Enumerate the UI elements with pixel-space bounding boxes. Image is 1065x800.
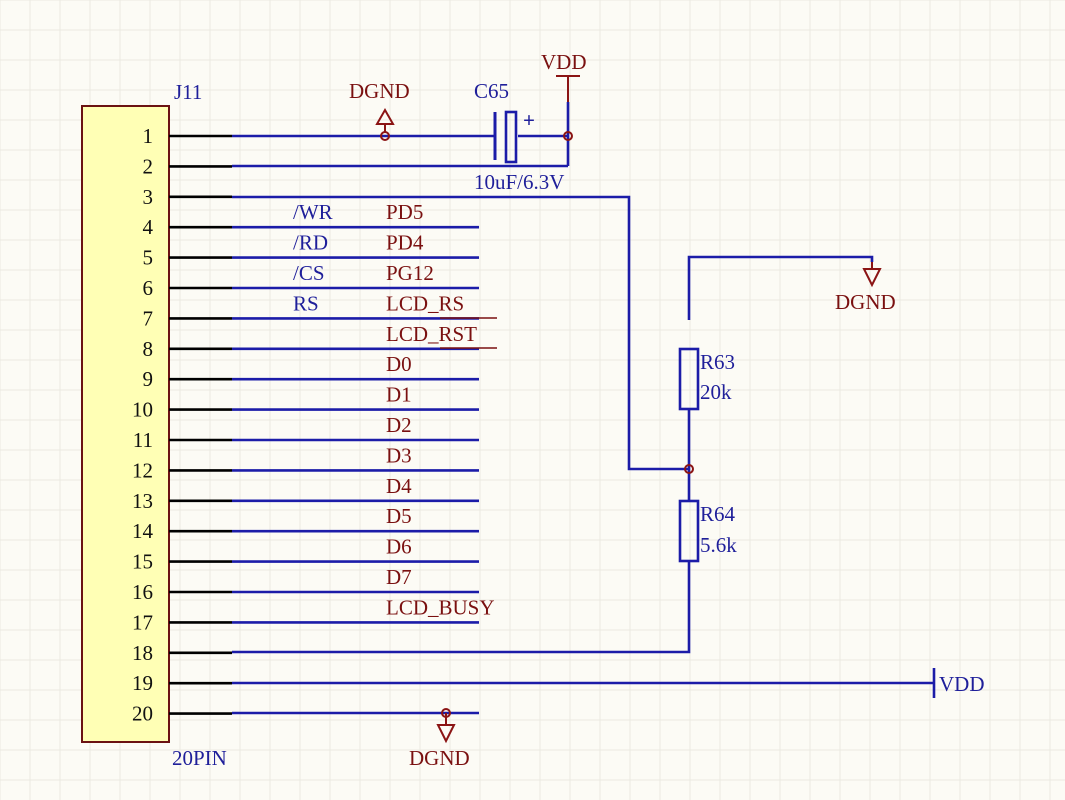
pin-number: 12 xyxy=(132,458,153,482)
pin-number: 7 xyxy=(143,306,154,330)
capacitor-polarity: + xyxy=(523,108,535,132)
gnd-right-label: DGND xyxy=(835,290,896,314)
connector-footprint: 20PIN xyxy=(172,746,227,770)
pin-number: 16 xyxy=(132,580,153,604)
resistor-r64: R64 5.6k xyxy=(678,499,737,563)
gnd-symbol-top: DGND xyxy=(349,79,410,133)
pin-number: 10 xyxy=(132,398,153,422)
junctions xyxy=(380,131,694,718)
resistor-r63-value: 20k xyxy=(700,380,732,404)
pin-number: 15 xyxy=(132,550,153,574)
connector-body xyxy=(81,105,170,743)
net-label: D3 xyxy=(386,443,412,467)
pin-number: 14 xyxy=(132,519,154,543)
net-label: LCD_RS xyxy=(386,291,464,315)
pin-number: 4 xyxy=(143,215,154,239)
signal-name: /CS xyxy=(293,261,325,285)
resistor-r63: R63 20k xyxy=(678,347,735,411)
vdd-right-label: VDD xyxy=(939,672,985,696)
net-label: D0 xyxy=(386,352,412,376)
net-label: LCD_RST xyxy=(386,322,477,346)
resistor-r64-value: 5.6k xyxy=(700,533,737,557)
pin-number: 20 xyxy=(132,702,153,726)
signal-wires xyxy=(232,225,479,624)
net-label: D7 xyxy=(386,565,412,589)
capacitor-c65: + C65 10uF/6.3V xyxy=(474,79,564,194)
pin-number: 5 xyxy=(143,246,154,270)
net-label: D6 xyxy=(386,535,412,559)
gnd-symbol-bottom: DGND xyxy=(409,713,470,770)
wire-divider-bottom xyxy=(232,562,691,654)
pin-number: 13 xyxy=(132,489,153,513)
gnd-bottom-label: DGND xyxy=(409,746,470,770)
junction-dot xyxy=(684,464,694,474)
wires xyxy=(232,102,934,715)
signal-name: RS xyxy=(293,291,319,315)
capacitor-value: 10uF/6.3V xyxy=(474,170,564,194)
signal-name: /WR xyxy=(293,200,333,224)
connector-designator: J11 xyxy=(174,80,202,104)
capacitor-designator: C65 xyxy=(474,79,509,103)
pin-number: 3 xyxy=(143,185,154,209)
vdd-power-port-top: VDD xyxy=(541,50,587,102)
pin-number: 2 xyxy=(143,154,154,178)
gnd-symbol-right: DGND xyxy=(835,262,896,314)
junction-dot xyxy=(563,131,573,141)
wire-pin3-divider xyxy=(232,195,689,471)
pin-number: 18 xyxy=(132,641,153,665)
net-label: D5 xyxy=(386,504,412,528)
pin-number: 9 xyxy=(143,367,154,391)
net-label: PG12 xyxy=(386,261,434,285)
pin-number: 6 xyxy=(143,276,154,300)
net-label: PD5 xyxy=(386,200,423,224)
pin-number: 17 xyxy=(132,610,153,634)
net-label: LCD_BUSY xyxy=(386,595,495,619)
pin-number: 19 xyxy=(132,671,153,695)
net-label: PD4 xyxy=(386,231,424,255)
signal-name: /RD xyxy=(293,231,328,255)
vdd-top-label: VDD xyxy=(541,50,587,74)
wire-divider-top xyxy=(687,255,874,320)
pin-number: 11 xyxy=(133,428,153,452)
net-label: D1 xyxy=(386,383,412,407)
net-label: D4 xyxy=(386,474,412,498)
pin-number: 1 xyxy=(143,124,154,148)
pin-number: 8 xyxy=(143,337,154,361)
net-label: D2 xyxy=(386,413,412,437)
resistor-r64-designator: R64 xyxy=(700,502,736,526)
vdd-power-port-right: VDD xyxy=(932,668,985,698)
gnd-top-label: DGND xyxy=(349,79,410,103)
resistor-r63-designator: R63 xyxy=(700,350,735,374)
